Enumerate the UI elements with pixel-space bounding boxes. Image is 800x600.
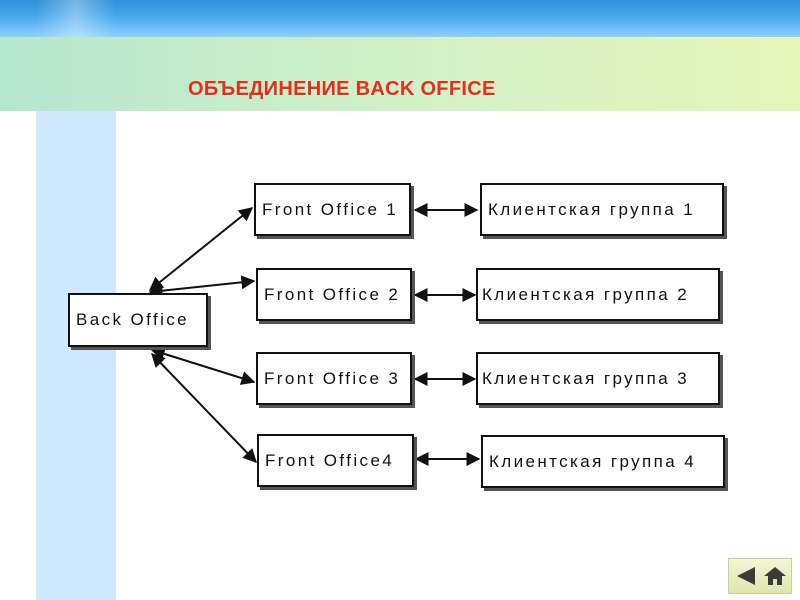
header-bar [0,0,800,37]
arrow-back-to-front-4 [151,352,257,464]
left-triangle-icon[interactable] [733,565,759,587]
front-office-3-box: Front Office 3 [256,352,412,405]
client-group-1-box: Клиентская группа 1 [480,183,724,236]
client-group-2-box: Клиентская группа 2 [476,268,720,321]
front-office-2-box: Front Office 2 [256,268,412,321]
home-icon[interactable] [762,565,788,587]
back-office-box: Back Office [68,293,208,347]
front-office-4-box: Front Office4 [257,434,414,487]
client-group-3-box: Клиентская группа 3 [476,352,720,405]
navigation-panel [728,558,792,594]
client-group-4-box: Клиентская группа 4 [481,435,725,488]
front-office-1-box: Front Office 1 [254,183,411,236]
title-band [0,37,800,111]
arrow-back-to-front-2 [148,275,256,298]
arrow-back-to-front-1 [148,207,254,291]
arrow-back-to-front-3 [150,347,256,385]
slide-title: ОБЪЕДИНЕНИЕ BACK OFFICE [188,78,496,100]
